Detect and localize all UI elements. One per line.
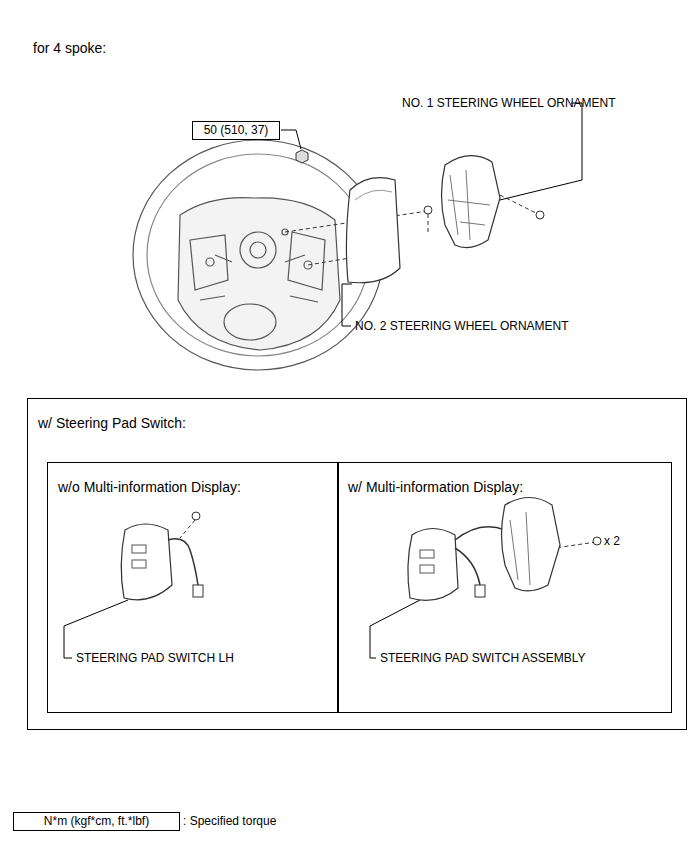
variant-box: w/o Multi-information Display: — [47, 462, 339, 713]
hub-center — [240, 232, 276, 268]
hub-bolt — [250, 242, 266, 258]
wire-connector — [475, 585, 485, 597]
pad-switch-assembly — [408, 529, 458, 601]
switch-button — [132, 560, 146, 568]
leader-line — [500, 103, 582, 200]
dashed-line — [555, 542, 596, 548]
dashed-line — [180, 520, 195, 538]
switch-button — [132, 545, 146, 553]
screw-symbol — [424, 206, 432, 214]
wheel-hub — [178, 198, 340, 350]
leader-line — [281, 130, 301, 149]
part-name: STEERING PAD SWITCH LH — [76, 651, 234, 665]
screw-symbol — [192, 512, 200, 520]
ornament-shade — [355, 190, 392, 200]
dashed-line — [428, 214, 429, 232]
unit-box: N*m (kgf*cm, ft.*lbf) — [13, 812, 180, 831]
wheel-rim — [133, 140, 383, 370]
wheel-rim-inner — [147, 154, 369, 356]
part-name: STEERING PAD SWITCH ASSEMBLY — [380, 651, 586, 665]
leader-line — [342, 284, 352, 326]
pad-switch-lh — [121, 524, 172, 600]
switch-wire — [455, 527, 505, 585]
screw-symbol — [536, 211, 544, 219]
leader-line — [64, 600, 128, 658]
ornament-no2 — [346, 178, 400, 283]
variant-note: for 4 spoke: — [33, 40, 106, 57]
variant-box: w/ Multi-information Display: — [337, 462, 672, 713]
ornament-detail — [510, 512, 530, 585]
leader-line — [370, 600, 420, 658]
part-name: NO. 2 STEERING WHEEL ORNAMENT — [355, 319, 569, 333]
part-name: NO. 1 STEERING WHEEL ORNAMENT — [402, 96, 616, 110]
box-heading: w/o Multi-information Display: — [48, 463, 338, 496]
hub-screw — [206, 258, 214, 266]
screw-symbol — [593, 537, 601, 545]
hub-lower — [224, 304, 276, 340]
switch-button — [420, 550, 434, 558]
box-text: N*m (kgf*cm, ft.*lbf) — [44, 814, 149, 828]
legend-note: : Specified torque — [183, 814, 276, 828]
dashed-line — [500, 195, 538, 214]
ornament-no1 — [502, 498, 561, 591]
switch-button — [420, 565, 434, 573]
wire-connector — [193, 585, 203, 597]
dashed-line — [308, 258, 350, 265]
box-text: 50 (510, 37) — [204, 123, 269, 137]
variant-panel: w/ Steering Pad Switch: w/o Multi-informa… — [27, 398, 687, 730]
ornament-no1 — [442, 156, 501, 248]
hub-spokes — [190, 232, 325, 290]
box-heading: w/ Multi-information Display: — [338, 463, 671, 496]
hub-detail — [200, 255, 318, 302]
switch-wire — [168, 539, 198, 585]
ornament-detail — [448, 170, 490, 240]
box-heading: w/ Steering Pad Switch: — [28, 399, 686, 432]
nut-symbol — [296, 150, 308, 163]
quantity: x 2 — [604, 534, 620, 548]
torque-box: 50 (510, 37) — [192, 121, 280, 140]
